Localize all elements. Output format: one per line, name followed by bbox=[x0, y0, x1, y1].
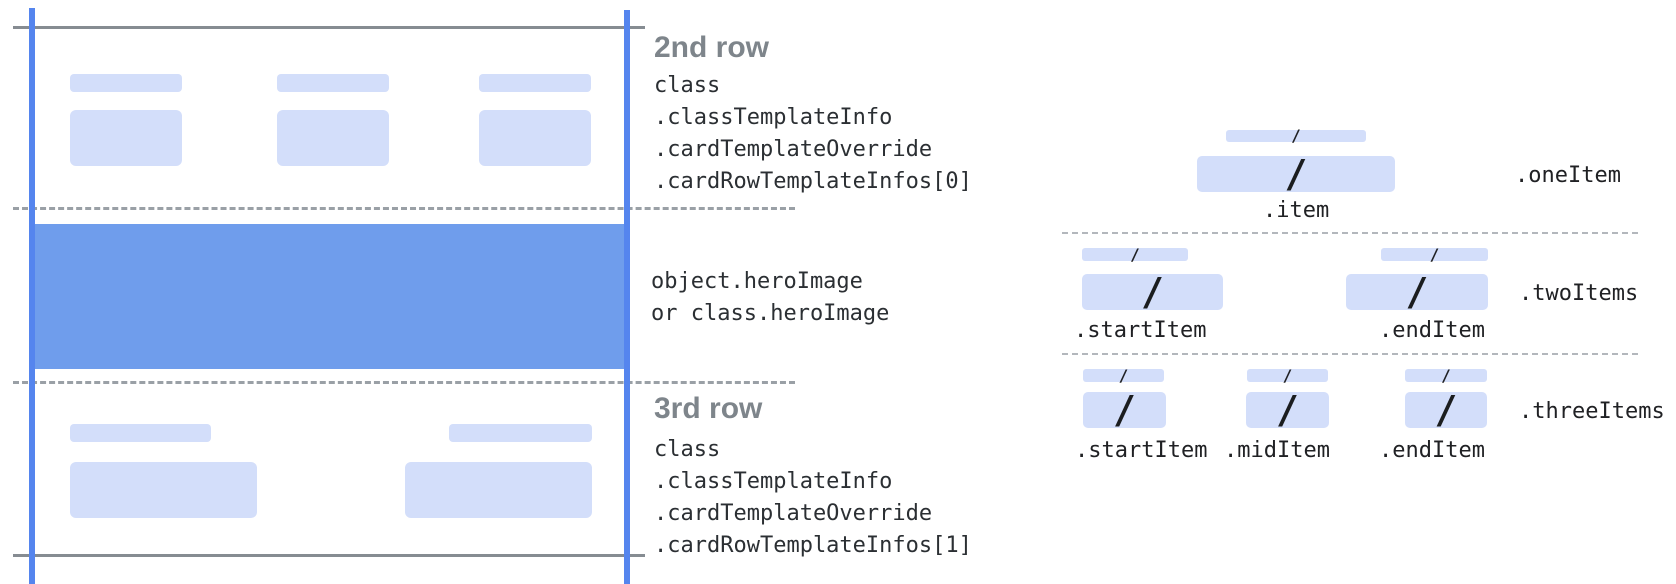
row2-col2-value-placeholder bbox=[277, 110, 389, 166]
row3-start-value-placeholder bbox=[70, 462, 257, 518]
row2-code-path: class .classTemplateInfo .cardTemplateOv… bbox=[654, 70, 972, 198]
three-items-mid-value-bar: / bbox=[1246, 391, 1329, 429]
one-item-group-label: .oneItem bbox=[1515, 163, 1621, 188]
group-divider-dotted-line-1 bbox=[1062, 232, 1638, 234]
end-item-field-label: .endItem bbox=[1379, 438, 1485, 463]
one-item-value-bar: / bbox=[1197, 155, 1395, 193]
two-items-start-label-bar: / bbox=[1082, 246, 1188, 262]
three-items-end-value-bar: / bbox=[1405, 391, 1487, 429]
code-line: .classTemplateInfo bbox=[654, 469, 893, 494]
two-items-end-value-bar: / bbox=[1346, 273, 1488, 311]
row3-start-label-placeholder bbox=[70, 424, 211, 442]
row3-end-value-placeholder bbox=[405, 462, 592, 518]
code-line: object.heroImage bbox=[651, 269, 863, 294]
row2-col1-label-placeholder bbox=[70, 74, 182, 92]
two-items-group-label: .twoItems bbox=[1519, 281, 1639, 306]
hero-annotation: object.heroImage or class.heroImage bbox=[651, 266, 889, 330]
card-right-guide-line bbox=[624, 10, 630, 584]
code-line: .cardTemplateOverride bbox=[654, 137, 933, 162]
one-item-label-bar: / bbox=[1226, 128, 1366, 144]
three-items-end-label-bar: / bbox=[1405, 367, 1487, 383]
row3-end-label-placeholder bbox=[449, 424, 592, 442]
end-item-field-label: .endItem bbox=[1379, 318, 1485, 343]
row-divider-dashed-line-bottom bbox=[13, 381, 795, 384]
start-item-field-label: .startItem bbox=[1074, 318, 1207, 343]
row2-col3-label-placeholder bbox=[479, 74, 591, 92]
two-items-start-value-bar: / bbox=[1082, 273, 1223, 311]
row3-code-path: class .classTemplateInfo .cardTemplateOv… bbox=[654, 434, 972, 562]
code-line: class bbox=[654, 73, 721, 98]
mid-item-field-label: .midItem bbox=[1224, 438, 1330, 463]
row3-heading: 3rd row bbox=[654, 392, 763, 425]
row-divider-dashed-line-top bbox=[13, 207, 795, 210]
three-items-start-label-bar: / bbox=[1083, 367, 1164, 383]
card-top-boundary-line bbox=[13, 26, 645, 29]
item-field-label: .item bbox=[1263, 198, 1330, 223]
group-divider-dotted-line-2 bbox=[1062, 353, 1638, 355]
code-line: .classTemplateInfo bbox=[654, 105, 893, 130]
code-line: .cardRowTemplateInfos[1] bbox=[654, 533, 972, 558]
row2-col2-label-placeholder bbox=[277, 74, 389, 92]
card-bottom-boundary-line bbox=[13, 554, 645, 557]
hero-image-band bbox=[29, 224, 630, 369]
three-items-start-value-bar: / bbox=[1083, 391, 1166, 429]
code-line: or class.heroImage bbox=[651, 301, 890, 326]
three-items-group-label: .threeItems bbox=[1519, 399, 1665, 424]
row2-col1-value-placeholder bbox=[70, 110, 182, 166]
card-left-guide-line bbox=[29, 8, 35, 584]
row2-col3-value-placeholder bbox=[479, 110, 591, 166]
code-line: class bbox=[654, 437, 721, 462]
row2-heading: 2nd row bbox=[654, 31, 770, 64]
two-items-end-label-bar: / bbox=[1381, 246, 1488, 262]
code-line: .cardTemplateOverride bbox=[654, 501, 933, 526]
code-line: .cardRowTemplateInfos[0] bbox=[654, 169, 972, 194]
three-items-mid-label-bar: / bbox=[1247, 367, 1328, 383]
start-item-field-label: .startItem bbox=[1075, 438, 1208, 463]
